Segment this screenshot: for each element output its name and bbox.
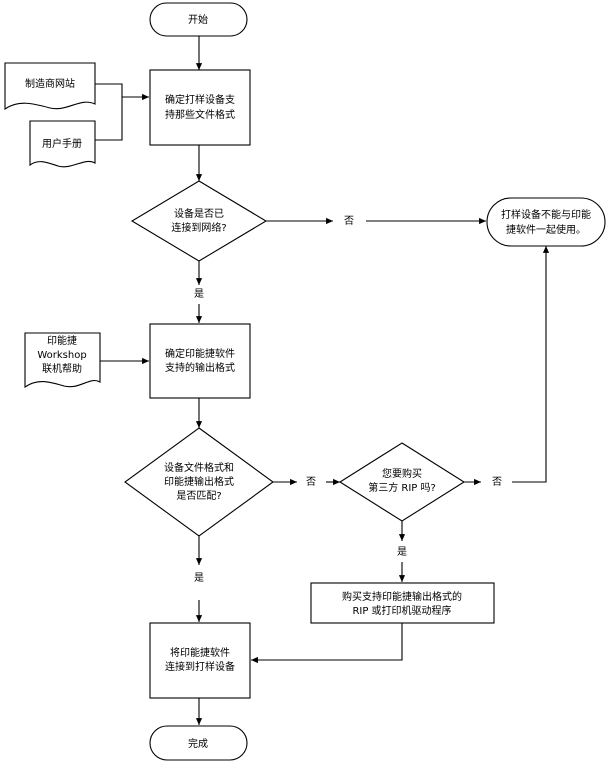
connector-website-to-identify (95, 83, 149, 101)
connector-manual-to-identify (95, 97, 123, 141)
user-manual-label: 用户手册 (42, 137, 82, 150)
cannot-use-line-1: 打样设备不能与印能 (501, 208, 591, 221)
decision-rip-line-1: 您要购买 (382, 467, 422, 480)
process-connect-software: 将印能捷软件 连接到打样设备 (149, 622, 251, 699)
output-formats-line-2: 支持的输出格式 (165, 361, 235, 374)
start-terminator: 开始 (149, 2, 248, 37)
decision-network-line-2: 连接到网络? (171, 221, 226, 234)
decision-formats-match: 设备文件格式和 印能捷输出格式 是否匹配? (124, 427, 274, 537)
manufacturer-website-label: 制造商网站 (25, 77, 75, 90)
online-help-line-1: 印能捷 (47, 334, 77, 347)
cannot-use-line-2: 捷软件一起使用。 (506, 223, 586, 236)
identify-formats-line-1: 确定打样设备支 (165, 93, 235, 106)
process-identify-device-formats: 确定打样设备支 持那些文件格式 (149, 69, 251, 146)
process-identify-output-formats: 确定印能捷软件 支持的输出格式 (149, 323, 251, 399)
label-network-yes: 是 (194, 288, 204, 300)
decision-match-line-2: 印能捷输出格式 (164, 475, 234, 488)
output-formats-line-1: 确定印能捷软件 (165, 347, 235, 360)
decision-match-line-1: 设备文件格式和 (164, 461, 234, 474)
connect-line-2: 连接到打样设备 (165, 660, 235, 673)
decision-rip-line-2: 第三方 RIP 吗? (368, 481, 436, 494)
start-label: 开始 (188, 13, 208, 26)
decision-match-line-3: 是否匹配? (176, 490, 221, 502)
identify-formats-line-2: 持那些文件格式 (165, 108, 235, 121)
connect-line-1: 将印能捷软件 (170, 646, 230, 659)
connector-buy-to-connect (251, 623, 403, 664)
connectors (95, 36, 550, 725)
online-help-line-2: Workshop (37, 350, 86, 361)
terminator-cannot-use: 打样设备不能与印能 捷软件一起使用。 (486, 197, 606, 247)
document-user-manual: 用户手册 (29, 120, 96, 168)
label-rip-no: 否 (492, 476, 502, 488)
decision-buy-rip: 您要购买 第三方 RIP 吗? (338, 442, 466, 522)
label-network-no: 否 (344, 215, 354, 227)
document-online-help: 印能捷 Workshop 联机帮助 (24, 332, 101, 389)
online-help-line-3: 联机帮助 (42, 362, 82, 375)
buy-rip-line-2: RIP 或打印机驱动程序 (352, 604, 451, 617)
connector-rip-no-b (512, 246, 550, 483)
label-match-yes: 是 (194, 572, 204, 584)
decision-network-connected: 设备是否已 连接到网络? (130, 180, 268, 262)
decision-network-line-1: 设备是否已 (174, 207, 224, 220)
buy-rip-line-1: 购买支持印能捷输出格式的 (342, 590, 462, 603)
document-manufacturer-website: 制造商网站 (4, 62, 96, 111)
process-buy-rip: 购买支持印能捷输出格式的 RIP 或打印机驱动程序 (310, 582, 495, 624)
label-match-no: 否 (306, 476, 316, 488)
end-label: 完成 (188, 737, 208, 750)
label-rip-yes: 是 (397, 546, 407, 558)
end-terminator: 完成 (149, 725, 248, 761)
